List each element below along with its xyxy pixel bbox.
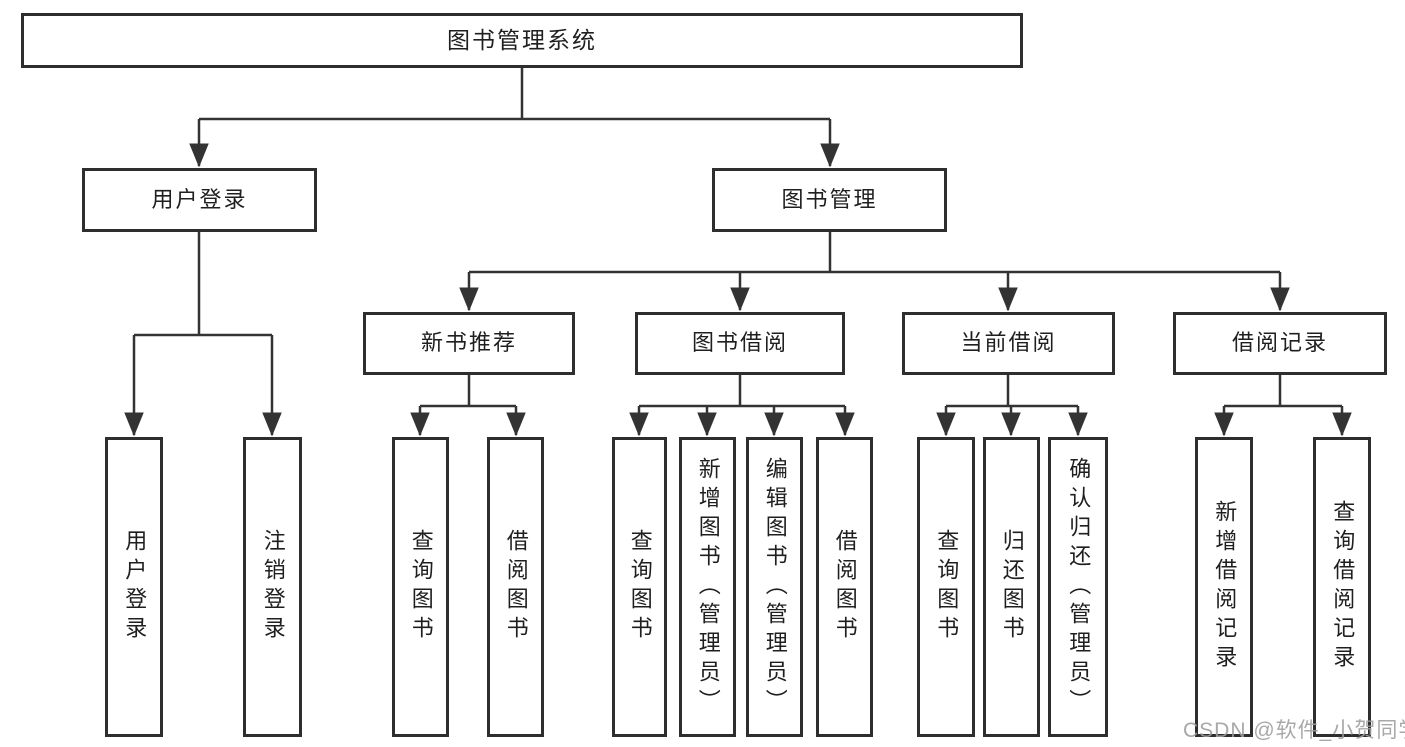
leaf-newbook-borrow-books: 借阅图书	[487, 437, 544, 737]
leaf-borrow-add-books-admin: 新增图书（管理员）	[679, 437, 736, 737]
leaf-label: 确认归还（管理员）	[1066, 456, 1092, 718]
node-book-borrow: 图书借阅	[635, 312, 845, 375]
node-borrow-records: 借阅记录	[1173, 312, 1387, 375]
leaf-current-query-books: 查询图书	[917, 437, 975, 737]
leaf-current-confirm-return-admin: 确认归还（管理员）	[1048, 437, 1108, 737]
node-current-borrow: 当前借阅	[902, 312, 1115, 375]
leaf-label: 新增借阅记录	[1212, 500, 1238, 674]
node-label: 用户登录	[151, 186, 248, 212]
node-label: 当前借阅	[960, 330, 1057, 356]
leaf-logout: 注销登录	[243, 437, 302, 737]
leaf-label: 借阅图书	[832, 529, 858, 645]
leaf-label: 归还图书	[999, 529, 1025, 645]
leaf-record-query-borrow-record: 查询借阅记录	[1313, 437, 1371, 737]
node-label: 图书管理系统	[447, 26, 597, 53]
leaf-label: 查询借阅记录	[1330, 500, 1356, 674]
leaf-borrow-edit-books-admin: 编辑图书（管理员）	[746, 437, 803, 737]
csdn-watermark: CSDN @软件_小贺同学	[1183, 719, 1405, 742]
node-root-system: 图书管理系统	[21, 13, 1023, 68]
leaf-current-return-books: 归还图书	[983, 437, 1040, 737]
leaf-label: 查询图书	[408, 529, 434, 645]
node-user-login: 用户登录	[82, 168, 317, 232]
leaf-newbook-query-books: 查询图书	[392, 437, 449, 737]
node-label: 图书借阅	[691, 330, 788, 356]
leaf-label: 查询图书	[934, 529, 960, 645]
node-book-management: 图书管理	[712, 168, 947, 232]
leaf-user-login: 用户登录	[105, 437, 163, 737]
node-label: 图书管理	[781, 186, 878, 212]
leaf-borrow-borrow-books: 借阅图书	[816, 437, 873, 737]
leaf-borrow-query-books: 查询图书	[612, 437, 667, 737]
leaf-record-add-borrow-record: 新增借阅记录	[1195, 437, 1253, 737]
node-new-book-recommend: 新书推荐	[363, 312, 575, 375]
leaf-label: 查询图书	[627, 529, 653, 645]
node-label: 借阅记录	[1231, 330, 1328, 356]
node-label: 新书推荐	[420, 330, 517, 356]
leaf-label: 用户登录	[122, 529, 148, 645]
leaf-label: 借阅图书	[503, 529, 529, 645]
leaf-label: 新增图书（管理员）	[695, 456, 721, 718]
leaf-label: 注销登录	[260, 529, 286, 645]
leaf-label: 编辑图书（管理员）	[762, 456, 788, 718]
